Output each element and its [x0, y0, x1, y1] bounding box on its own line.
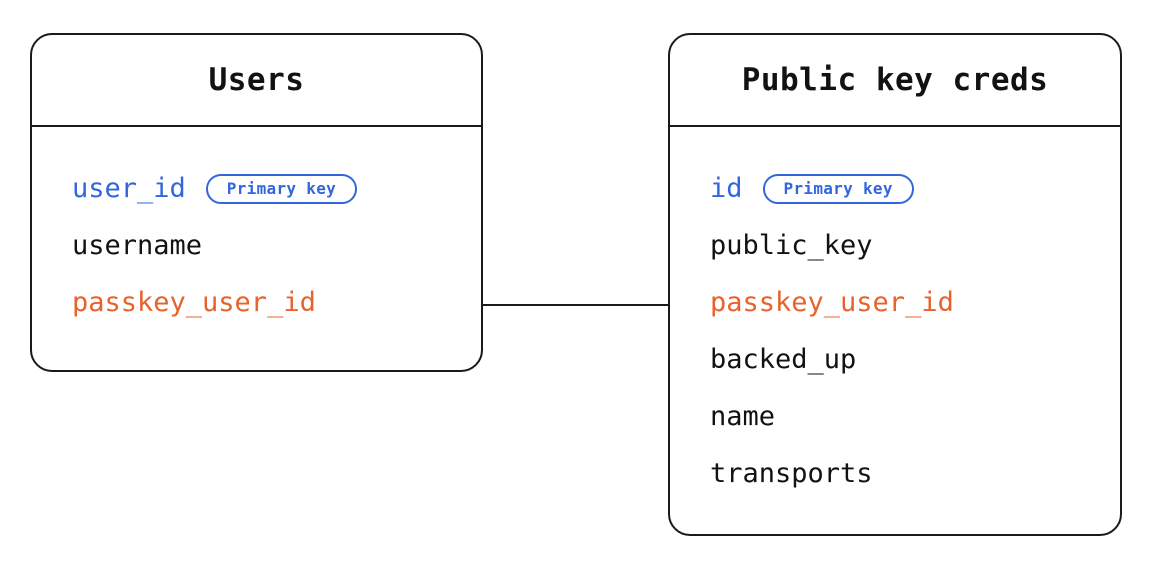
entity-public-key-creds[interactable]: Public key creds id Primary key public_k… — [668, 33, 1122, 536]
field-row-user-id[interactable]: user_id Primary key — [32, 160, 481, 217]
field-name-transports: transports — [710, 458, 873, 489]
field-row-backed-up[interactable]: backed_up — [670, 331, 1120, 388]
entity-public-key-creds-header: Public key creds — [670, 35, 1120, 127]
field-name-backed-up: backed_up — [710, 344, 857, 375]
primary-key-badge-user-id: Primary key — [205, 173, 358, 204]
field-name-creds-passkey-user-id: passkey_user_id — [710, 287, 954, 318]
field-name-user-id: user_id — [72, 173, 186, 204]
field-name-username: username — [72, 230, 203, 261]
entity-public-key-creds-field-list: id Primary key public_key passkey_user_i… — [670, 127, 1120, 502]
field-name-passkey-user-id: passkey_user_id — [72, 287, 316, 318]
field-name-public-key: public_key — [710, 230, 873, 261]
field-name-id: id — [710, 173, 743, 204]
primary-key-badge-label: Primary key — [226, 178, 337, 198]
entity-public-key-creds-title: Public key creds — [741, 62, 1049, 98]
field-row-passkey-user-id[interactable]: passkey_user_id — [32, 274, 481, 331]
entity-users[interactable]: Users user_id Primary key username passk… — [30, 33, 483, 372]
field-row-username[interactable]: username — [32, 217, 481, 274]
field-row-transports[interactable]: transports — [670, 445, 1120, 502]
relationship-connector-users-to-creds — [483, 304, 670, 306]
field-row-name[interactable]: name — [670, 388, 1120, 445]
field-row-creds-passkey-user-id[interactable]: passkey_user_id — [670, 274, 1120, 331]
field-row-public-key[interactable]: public_key — [670, 217, 1120, 274]
entity-users-header: Users — [32, 35, 481, 127]
field-name-name: name — [710, 401, 776, 432]
field-row-id[interactable]: id Primary key — [670, 160, 1120, 217]
entity-users-title: Users — [208, 62, 305, 98]
primary-key-badge-label: Primary key — [783, 178, 893, 198]
primary-key-badge-id: Primary key — [762, 173, 914, 204]
entity-users-field-list: user_id Primary key username passkey_use… — [32, 127, 481, 331]
